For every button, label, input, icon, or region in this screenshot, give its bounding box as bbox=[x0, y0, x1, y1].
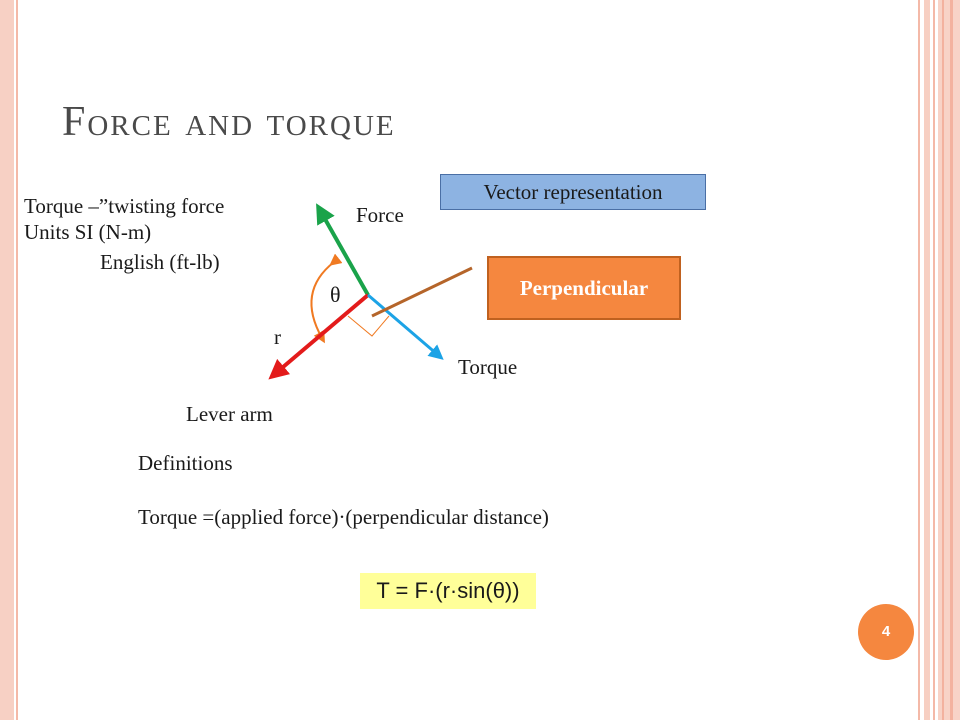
right-border-stripe bbox=[950, 0, 953, 720]
torque-vector-arrow bbox=[367, 293, 444, 360]
torque-formula: T = F·(r·sin(θ)) bbox=[360, 573, 536, 609]
torque-definition-equation: Torque =(applied force)·(perpendicular d… bbox=[138, 505, 549, 529]
lever-arm-arrow bbox=[268, 293, 370, 380]
right-border-stripe bbox=[933, 0, 935, 720]
right-border-stripe bbox=[942, 0, 944, 720]
left-border bbox=[0, 0, 14, 720]
theta-label: θ bbox=[330, 282, 341, 307]
vector-representation-box: Vector representation bbox=[440, 174, 706, 210]
force-label: Force bbox=[356, 203, 404, 227]
perpendicular-pointer-line bbox=[371, 266, 473, 318]
torque-definition-line: Torque –”twisting force bbox=[24, 194, 225, 218]
force-vector-arrow bbox=[316, 203, 370, 296]
definitions-heading: Definitions bbox=[138, 451, 233, 475]
right-border-stripe bbox=[918, 0, 920, 720]
slide-title: Force and torque bbox=[62, 99, 396, 145]
page-number-badge: 4 bbox=[858, 604, 914, 660]
right-angle-marker bbox=[347, 315, 390, 337]
r-label: r bbox=[274, 325, 281, 349]
lever-arm-label: Lever arm bbox=[186, 402, 273, 426]
angle-arc bbox=[310, 253, 343, 344]
torque-label: Torque bbox=[458, 355, 517, 379]
left-border-line bbox=[16, 0, 18, 720]
si-units-line: Units SI (N-m) bbox=[24, 220, 152, 244]
english-units-line: English (ft-lb) bbox=[100, 250, 220, 274]
perpendicular-box: Perpendicular bbox=[487, 256, 681, 320]
right-border-stripe bbox=[924, 0, 930, 720]
